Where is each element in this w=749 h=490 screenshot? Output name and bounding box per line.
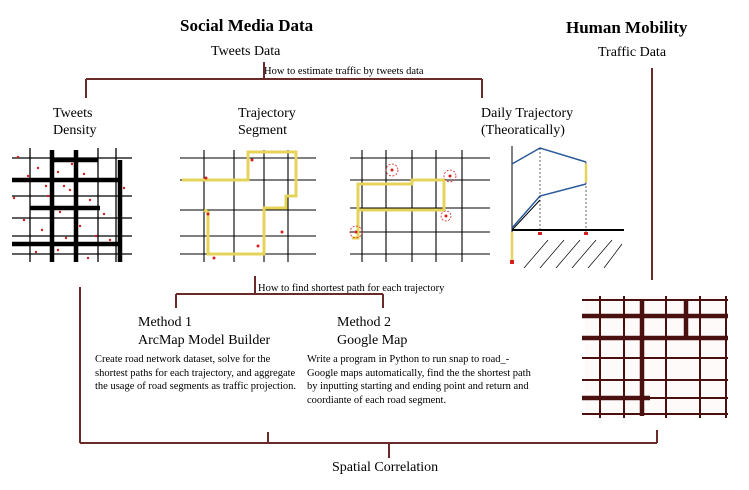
method2-text: Write a program in Python to run snap to… bbox=[307, 354, 531, 406]
tweets-data-subtitle: Tweets Data bbox=[211, 44, 281, 59]
daily-trajectory-map bbox=[349, 150, 490, 262]
human-mobility-title: Human Mobility bbox=[566, 18, 688, 37]
panel-daily-trajectory-line2: (Theoratically) bbox=[481, 123, 565, 138]
panel-daily-trajectory-line1: Daily Trajectory bbox=[481, 106, 574, 121]
method1-subtitle: ArcMap Model Builder bbox=[138, 333, 271, 348]
panel-trajectory-segment-line2: Segment bbox=[238, 123, 287, 138]
trajectory-segment-map bbox=[180, 150, 316, 262]
panel-trajectory-segment-line1: Trajectory bbox=[238, 106, 296, 121]
top-bracket bbox=[85, 62, 483, 98]
question-estimate-traffic: How to estimate traffic by tweets data bbox=[264, 66, 424, 77]
bottom-bracket bbox=[79, 287, 658, 458]
panel-tweets-density-line2: Density bbox=[53, 123, 97, 138]
traffic-data-subtitle: Traffic Data bbox=[598, 45, 667, 60]
panel-tweets-density-label: Tweets Density bbox=[53, 105, 97, 139]
method1-title: Method 1 bbox=[138, 315, 193, 330]
method2-subtitle: Google Map bbox=[337, 333, 408, 348]
spatial-correlation-label: Spatial Correlation bbox=[332, 460, 439, 475]
traffic-data-map bbox=[582, 296, 728, 418]
panel-daily-trajectory-label: Daily Trajectory (Theoratically) bbox=[481, 105, 573, 139]
social-media-title: Social Media Data bbox=[180, 16, 314, 35]
daily-trajectory-3d-chart bbox=[510, 146, 624, 269]
panel-tweets-density-line1: Tweets bbox=[53, 106, 93, 121]
shortest-path-bracket bbox=[175, 276, 384, 308]
method1-block: Method 1 ArcMap Model Builder bbox=[138, 314, 270, 349]
method2-title: Method 2 bbox=[337, 315, 392, 330]
method1-text: Create road network dataset, solve for t… bbox=[95, 354, 296, 392]
panel-trajectory-segment-label: Trajectory Segment bbox=[238, 105, 296, 139]
tweets-density-map bbox=[12, 148, 132, 262]
method2-block: Method 2 Google Map bbox=[337, 314, 407, 349]
question-shortest-path: How to find shortest path for each traje… bbox=[258, 283, 445, 294]
